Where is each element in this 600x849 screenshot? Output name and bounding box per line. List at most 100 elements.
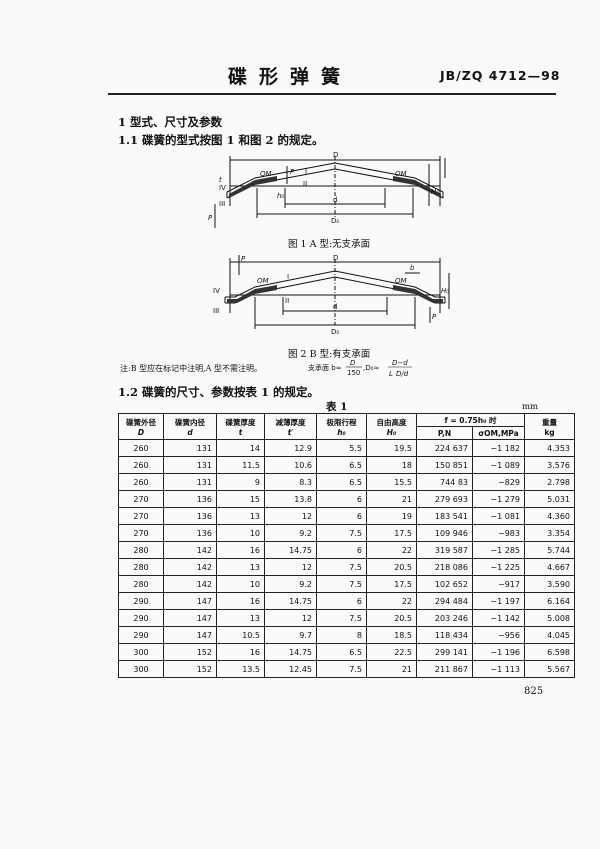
table-cell: 260 [118,439,164,457]
fig2-label-OM-left: OM [257,277,269,285]
fig1-label-h0: h₀ [277,192,284,200]
figure-1-caption: 图 1 A 型:无支承面 [288,239,371,250]
table-cell: −829 [472,473,525,491]
table-cell: 14.75 [264,592,317,610]
table-cell: 131 [163,473,217,491]
table-cell: 6 [316,490,367,508]
section-1-heading: 1 型式、尺寸及参数 [118,115,223,129]
formula-f2-den-r: D/d [396,370,409,378]
section-1-1-heading: 1.1 碟簧的型式按图 1 和图 2 的规定。 [118,133,324,147]
table-cell: 5.008 [524,609,575,627]
table-cell: 4.667 [524,558,575,576]
formula-f2-den-l: L [389,370,393,378]
table-cell: 3.576 [524,456,575,474]
table-cell: 152 [163,643,217,661]
table-cell: 109 946 [416,524,473,542]
table-cell: 4.360 [524,507,575,525]
table-cell: 17.5 [366,524,417,542]
table-cell: 12.45 [264,660,317,678]
table-cell: 13.5 [216,660,265,678]
table-cell: 10.5 [216,626,265,644]
fig1-label-H0: H₀ [431,188,439,196]
table-cell: 10 [216,524,265,542]
table-cell: 260 [118,473,164,491]
table-cell: 8 [316,626,367,644]
table-cell: 260 [118,456,164,474]
fig2-label-I: I [287,273,289,281]
table-cell: 131 [163,439,217,457]
header-stress: σOM,MPa [472,426,525,440]
table-cell: −917 [472,575,525,593]
table-cell: 7.5 [316,524,367,542]
table-cell: −1 081 [472,507,525,525]
table-cell: 150 851 [416,456,473,474]
table-cell: 14.75 [264,643,317,661]
fig2-label-P-top: P [241,255,246,263]
formula-mid: ,D₀≈ [363,364,379,372]
table-cell: 5.5 [316,439,367,457]
table-cell: 142 [163,541,217,559]
table-cell: 12 [264,507,317,525]
fig2-label-H0: H₀ [441,287,449,295]
fig1-label-I: I [305,168,307,176]
table-cell: 7.5 [316,575,367,593]
table-cell: 22 [366,541,417,559]
section-1-2-heading: 1.2 碟簧的尺寸、参数按表 1 的规定。 [118,385,320,399]
table-cell: 280 [118,541,164,559]
fig2-label-D0: D₀ [331,328,339,336]
table-cell: 224 637 [416,439,473,457]
fig2-label-III: III [213,307,219,315]
table-cell: 9 [216,473,265,491]
fig2-label-II: II [285,297,289,305]
table-cell: 7.5 [316,558,367,576]
table-cell: 6.598 [524,643,575,661]
table-cell: 147 [163,609,217,627]
table-cell: −1 285 [472,541,525,559]
fig2-label-D: D [333,254,338,262]
table-cell: 10 [216,575,265,593]
table-cell: 142 [163,575,217,593]
header-load-P: P,N [416,426,473,440]
table-cell: 744 83 [416,473,473,491]
table-cell: 20.5 [366,558,417,576]
table-cell: 12 [264,609,317,627]
table-cell: 15.5 [366,473,417,491]
figure-2-diagram: D d D₀ IV III I II OM OM P P b H₀ [213,254,450,336]
table-cell: 16 [216,643,265,661]
table-cell: 211 867 [416,660,473,678]
formula-f1-den: 150 [347,369,360,377]
table-cell: 9.7 [264,626,317,644]
table-cell: −1 142 [472,609,525,627]
table-cell: −1 279 [472,490,525,508]
table-cell: 6.5 [316,473,367,491]
formula-lead: 支承面 b≈ [308,363,342,372]
table-cell: 9.2 [264,575,317,593]
table-cell: 20.5 [366,609,417,627]
table-cell: 6 [316,507,367,525]
formula-f2-num: D−d [392,359,408,367]
table-cell: 16 [216,541,265,559]
table-cell: 6 [316,541,367,559]
table-cell: 280 [118,558,164,576]
table-cell: 4.353 [524,439,575,457]
table-cell: −956 [472,626,525,644]
standard-number: JB/ZQ 4712—98 [440,68,561,83]
fig1-label-IV: IV [219,184,226,192]
figure-1-diagram: D d D₀ IV III I II OM OM P P t h₀ H₀ [208,151,446,228]
figure-2-caption: 图 2 B 型:有支承面 [288,349,371,360]
table-cell: 102 652 [416,575,473,593]
table-cell: −1 196 [472,643,525,661]
table-cell: 203 246 [416,609,473,627]
table-cell: 17.5 [366,575,417,593]
fig1-label-t: t [219,176,222,184]
table-cell: 18 [366,456,417,474]
table-cell: 13 [216,609,265,627]
